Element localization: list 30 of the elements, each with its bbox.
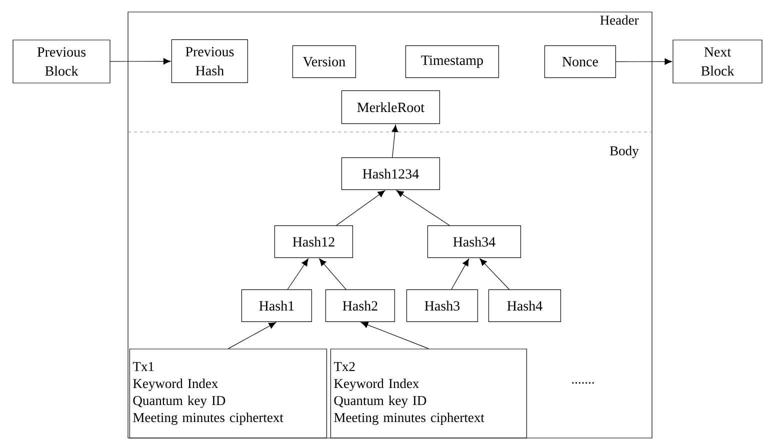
hash-box: Hash3 bbox=[406, 289, 478, 322]
hash-box: Hash12 bbox=[274, 225, 353, 258]
arrow bbox=[287, 258, 308, 290]
arrow bbox=[110, 58, 171, 65]
transaction-box: Tx1 Keyword Index Quantum key ID Meeting minutes ciphertext bbox=[129, 348, 327, 438]
block-box: Next Block bbox=[672, 40, 762, 84]
transaction-box: Tx2 Keyword Index Quantum key ID Meeting minutes ciphertext bbox=[330, 348, 527, 438]
arrow bbox=[396, 190, 450, 226]
field-box: Nonce bbox=[544, 45, 616, 78]
hash-box: Hash2 bbox=[325, 289, 395, 322]
hash-box: Hash1 bbox=[241, 289, 312, 322]
arrow bbox=[616, 58, 672, 65]
field-box: Previous Hash bbox=[171, 39, 248, 83]
hash-box: Hash34 bbox=[427, 225, 521, 258]
arrow bbox=[336, 190, 386, 226]
hash-box: MerkleRoot bbox=[341, 90, 440, 124]
arrow bbox=[360, 322, 429, 349]
hash-box: Hash4 bbox=[488, 289, 561, 322]
arrow bbox=[392, 124, 398, 158]
field-box: Timestamp bbox=[405, 45, 499, 78]
arrow bbox=[319, 258, 346, 290]
hash-box: Hash1234 bbox=[341, 157, 440, 190]
arrow bbox=[480, 258, 510, 290]
field-box: Version bbox=[292, 45, 356, 78]
ellipsis-text: ....... bbox=[572, 382, 594, 384]
block-box: Previous Block bbox=[12, 40, 110, 84]
arrow bbox=[451, 258, 469, 290]
body-label: Body bbox=[610, 146, 639, 158]
arrow bbox=[228, 322, 276, 349]
header-label: Header bbox=[600, 15, 639, 25]
